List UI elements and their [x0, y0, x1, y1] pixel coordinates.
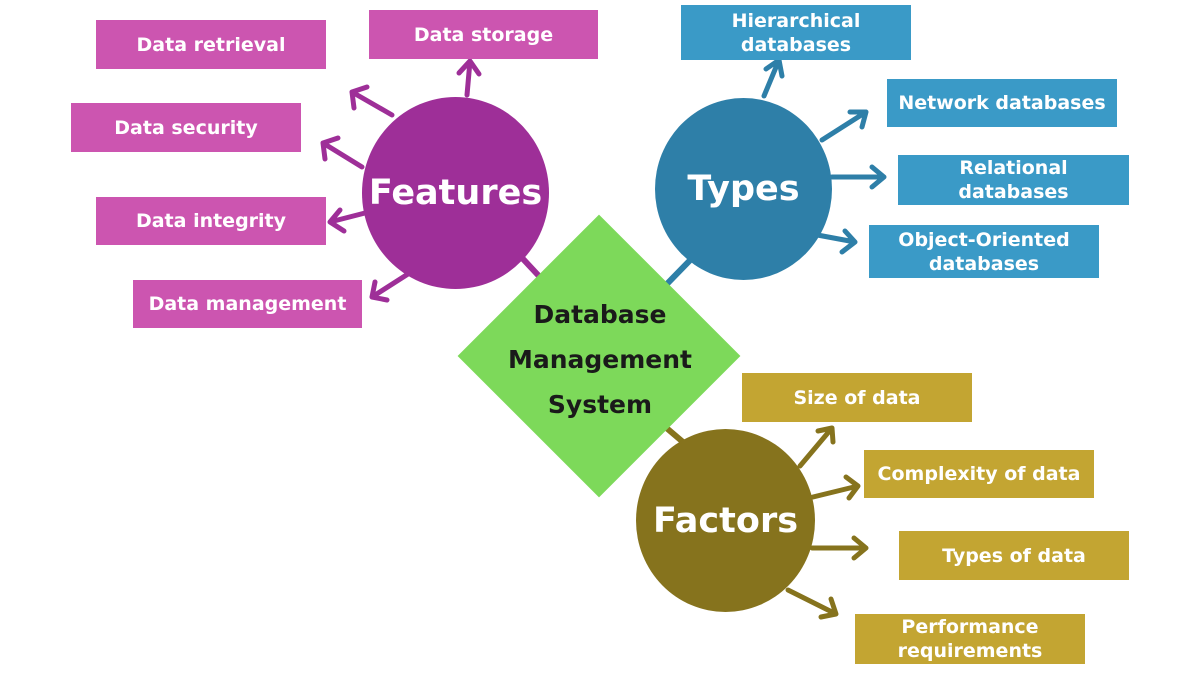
arrow-size-of-data	[797, 425, 836, 469]
types-hub: Types	[655, 98, 832, 280]
arrow-data-security	[320, 135, 365, 170]
type-box-hierarchical: Hierarchical databases	[681, 5, 911, 60]
feature-box-data-management: Data management	[133, 280, 362, 328]
factor-arrows	[785, 425, 869, 620]
center-label: Database Management System	[507, 300, 693, 419]
feature-box-data-integrity: Data integrity	[96, 197, 326, 245]
feature-box-data-security: Data security	[71, 103, 301, 152]
factor-box-performance: Performance requirements	[855, 614, 1085, 664]
factor-box-size-of-data: Size of data	[742, 373, 972, 422]
features-hub: Features	[362, 97, 549, 289]
type-arrows	[761, 57, 887, 255]
arrow-performance	[785, 587, 839, 620]
arrow-types-of-data	[809, 535, 869, 561]
arrow-data-retrieval	[349, 84, 395, 118]
arrow-network	[819, 109, 869, 143]
types-hub-label: Types	[687, 169, 800, 209]
type-box-object-oriented: Object-Oriented databases	[869, 225, 1099, 278]
factor-box-types-of-data: Types of data	[899, 531, 1129, 580]
arrow-data-management	[369, 271, 411, 303]
feature-box-data-retrieval: Data retrieval	[96, 20, 326, 69]
factor-box-complexity: Complexity of data	[864, 450, 1094, 498]
feature-arrows	[320, 58, 482, 303]
arrow-relational	[829, 164, 887, 190]
arrow-hierarchical	[761, 57, 785, 99]
features-hub-label: Features	[368, 173, 543, 213]
type-box-relational: Relational databases	[898, 155, 1129, 205]
arrow-data-storage	[456, 58, 482, 98]
factors-hub: Factors	[636, 429, 815, 612]
type-box-network: Network databases	[887, 79, 1117, 127]
feature-box-data-storage: Data storage	[369, 10, 598, 59]
factors-hub-label: Factors	[652, 500, 799, 541]
arrow-complexity	[810, 474, 861, 501]
arrow-data-integrity	[327, 207, 368, 234]
